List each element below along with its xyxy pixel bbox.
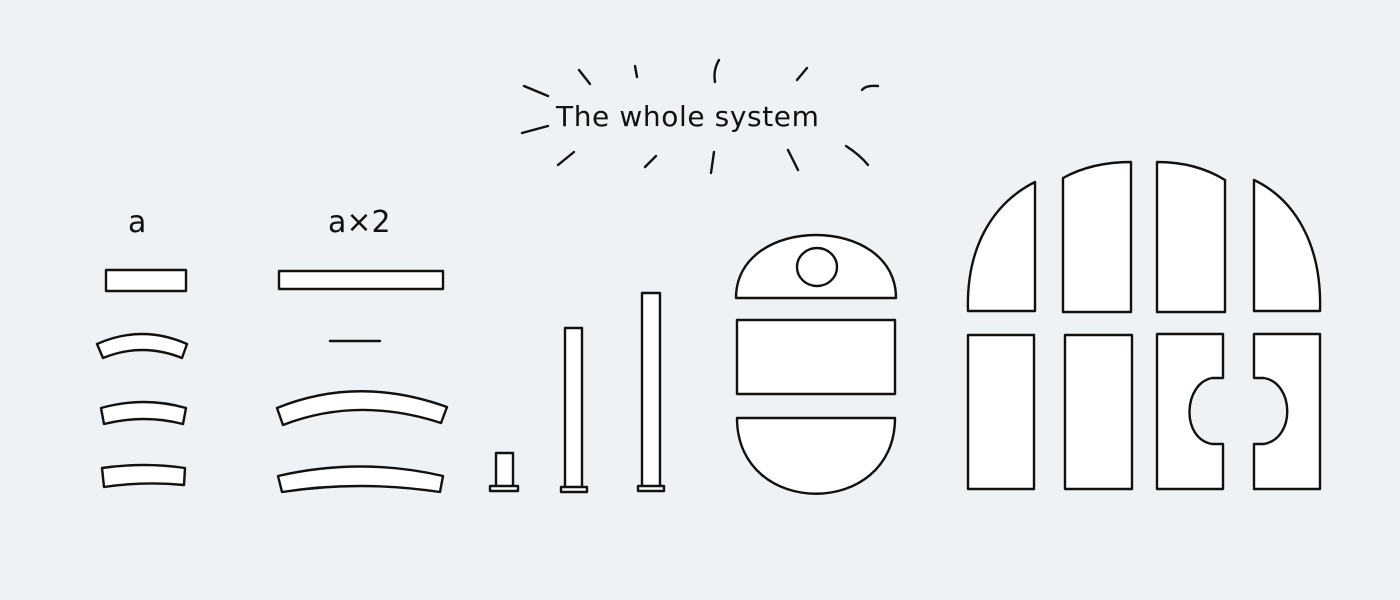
bottom-keyhole-left-panel bbox=[1155, 332, 1225, 491]
dome-bottom bbox=[735, 416, 897, 495]
burst-line bbox=[844, 144, 870, 167]
bottom-keyhole-right-panel bbox=[1252, 332, 1322, 491]
tall-pillar bbox=[640, 291, 662, 489]
dome-assembly bbox=[734, 233, 898, 495]
dome-middle-band bbox=[735, 318, 897, 396]
curved-piece bbox=[99, 400, 188, 426]
top-right-arch-panel bbox=[1252, 178, 1322, 313]
burst-line bbox=[860, 84, 880, 92]
pillar-base bbox=[559, 485, 589, 494]
single-piece-label: a bbox=[128, 205, 147, 240]
double-curved-piece bbox=[275, 390, 449, 427]
bottom-panel bbox=[966, 333, 1036, 491]
burst-line bbox=[709, 150, 716, 175]
top-inner-left-panel bbox=[1061, 160, 1133, 314]
burst-line bbox=[713, 58, 721, 84]
top-left-arch-panel bbox=[966, 180, 1037, 313]
burst-line bbox=[522, 84, 550, 98]
curved-piece bbox=[100, 463, 187, 489]
pillar-base bbox=[488, 484, 520, 493]
burst-line bbox=[643, 154, 658, 169]
top-inner-right-panel bbox=[1155, 160, 1227, 314]
double-curved-piece bbox=[276, 465, 445, 494]
burst-line bbox=[633, 64, 639, 79]
double-piece-column bbox=[275, 269, 449, 494]
diagram-title: The whole system bbox=[556, 100, 820, 133]
pillar-base bbox=[636, 484, 666, 493]
straight-piece bbox=[104, 268, 188, 293]
single-piece-column bbox=[95, 268, 189, 489]
short-pillar bbox=[494, 451, 515, 489]
burst-line bbox=[786, 148, 800, 172]
title-burst-lines bbox=[520, 58, 880, 175]
grid-window bbox=[966, 160, 1322, 491]
medium-pillar bbox=[563, 326, 584, 490]
double-piece-label: a×2 bbox=[328, 205, 391, 240]
burst-line bbox=[520, 124, 550, 135]
bottom-panel bbox=[1063, 333, 1134, 491]
dome-window bbox=[795, 246, 839, 288]
curved-piece bbox=[95, 332, 189, 360]
burst-line bbox=[577, 68, 592, 86]
double-straight-piece bbox=[277, 269, 445, 291]
burst-line bbox=[556, 150, 576, 167]
burst-line bbox=[795, 66, 809, 82]
pillars bbox=[488, 291, 666, 494]
